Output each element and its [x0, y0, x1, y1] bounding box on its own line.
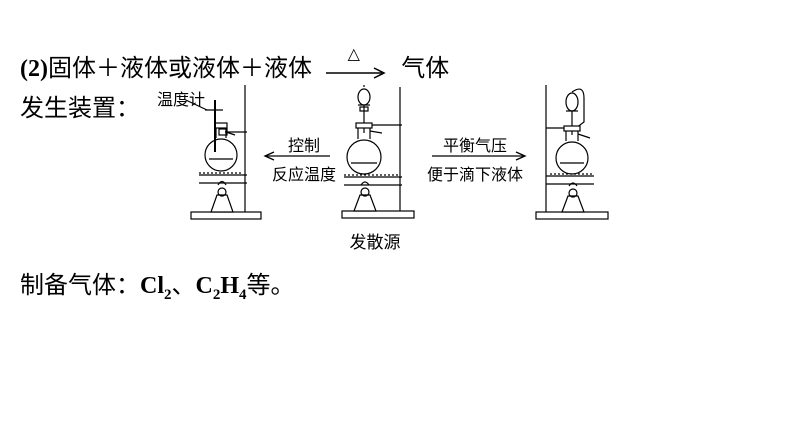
- center-apparatus: [341, 85, 415, 219]
- item-index: (2): [20, 56, 48, 82]
- right-arrow-text-2: 便于滴下液体: [426, 165, 523, 184]
- separator: 、: [171, 271, 196, 299]
- right-arrow-text-1: 平衡气压: [442, 136, 507, 155]
- cl-subscript: 2: [164, 286, 172, 303]
- reactants-text: 固体＋液体或液体＋液体: [47, 54, 312, 82]
- heating-arrow: △: [324, 44, 390, 82]
- h-symbol: H: [220, 273, 240, 299]
- gases-line: 制备气体：Cl2、C2H4等。: [20, 265, 295, 304]
- left-arrow-icon: [263, 151, 330, 161]
- c-symbol: C: [195, 273, 213, 299]
- left-arrow-text-2: 反应温度: [271, 165, 336, 184]
- heat-condition: △: [347, 44, 360, 63]
- left-arrow-text-1: 控制: [287, 136, 320, 155]
- arrow-icon: [325, 67, 386, 79]
- chlorine-formula: Cl2: [140, 273, 172, 303]
- apparatus-label: 发生装置：: [20, 94, 140, 122]
- left-apparatus: [185, 85, 262, 220]
- gases-prefix: 制备气体：: [20, 271, 140, 299]
- thermometer-label: 温度计: [157, 90, 206, 109]
- right-arrow-icon: [432, 151, 527, 161]
- product-text: 气体: [401, 54, 450, 82]
- reaction-line: (2)固体＋液体或液体＋液体 △ 气体: [20, 44, 450, 83]
- right-apparatus: [535, 85, 609, 220]
- gases-suffix: 等。: [246, 271, 295, 299]
- c-subscript: 2: [212, 286, 221, 303]
- center-label: 发散源: [349, 233, 401, 253]
- h-subscript: 4: [239, 286, 247, 303]
- cl-symbol: Cl: [140, 273, 164, 299]
- ethylene-formula: C2H4: [195, 273, 247, 303]
